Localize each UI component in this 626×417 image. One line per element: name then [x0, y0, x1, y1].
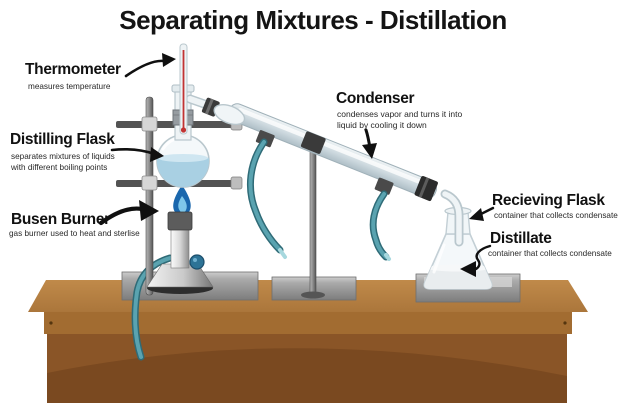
adapter-bulb [213, 103, 246, 126]
diagram-title: Separating Mixtures - Distillation [119, 5, 507, 35]
burner-barrel [170, 227, 190, 269]
burner-nozzle [167, 211, 193, 231]
receiving-flask [423, 189, 493, 290]
bunsen-burner-description: gas burner used to heat and sterlise [9, 229, 140, 238]
clamp-boss-top [141, 116, 158, 132]
flask-liquid-surface [158, 154, 208, 162]
distilling-flask-arrowhead [150, 147, 164, 162]
clamp-boss-bottom [141, 175, 158, 191]
stand-rod [145, 96, 154, 296]
clamp-end-bottom [230, 176, 243, 190]
condenser-hoses [247, 138, 391, 261]
distillate-arrow [472, 244, 492, 272]
table-apron [44, 312, 572, 334]
thermometer-label: Thermometer [25, 61, 121, 78]
water-hose-left-tip [278, 248, 287, 259]
table-screw-left [49, 321, 53, 325]
bunsen-burner [146, 185, 214, 294]
condenser-port-right [374, 177, 394, 195]
adapter-stopper-stripe [205, 98, 214, 115]
burner-arrow [98, 206, 145, 226]
gas-hose-highlight [133, 256, 172, 359]
condenser-arrowhead [362, 143, 377, 159]
condenser-description: condenses vapor and turns it into liquid… [337, 109, 463, 130]
table-screw-right [563, 321, 567, 325]
receiving-flask-description: container that collects condensate [494, 211, 618, 220]
condenser-label: Condenser [336, 90, 415, 107]
condenser-highlight [238, 107, 428, 187]
middle-stand-foot [301, 291, 325, 299]
water-hose-right-tip [384, 253, 391, 261]
water-hose-right-fill [371, 192, 388, 259]
distillate-label: Distillate [490, 230, 552, 247]
condenser-end-band-stripe [418, 177, 430, 198]
burner-gas-knob-highlight [193, 258, 197, 262]
thermometer-description: measures temperature [28, 82, 111, 91]
thermometer-arrow [124, 59, 166, 78]
retort-stand-middle [301, 137, 325, 299]
bunsen-burner-label: Busen Burner [11, 211, 110, 228]
condenser-assembly [227, 103, 438, 201]
thermometer-bulb [180, 127, 187, 133]
burner-flame-inner [178, 196, 187, 213]
vacuum-adapter [201, 97, 246, 126]
delivery-elbow-inner [442, 191, 462, 245]
distillate-description: container that collects condensate [488, 249, 612, 258]
water-hose-left-fill [248, 140, 282, 252]
thermometer-red-line [182, 50, 185, 128]
receiving-flask-arrowhead [469, 208, 484, 221]
burner-arrowhead [139, 200, 159, 221]
burner-gas-knob [189, 254, 205, 270]
condenser-clamp [300, 131, 326, 154]
middle-stand-rod [309, 137, 317, 297]
distillate-arrowhead [460, 261, 476, 277]
receiving-flask-label: Recieving Flask [492, 192, 605, 209]
table-front-shadow [47, 348, 567, 403]
annotation-arrows [98, 53, 495, 277]
thermometer-arrowhead [162, 53, 176, 67]
rflask-highlight [432, 243, 446, 274]
distilling-flask-description: separates mixtures of liquids with diffe… [11, 152, 115, 172]
distilling-flask-label: Distilling Flask [10, 131, 115, 148]
